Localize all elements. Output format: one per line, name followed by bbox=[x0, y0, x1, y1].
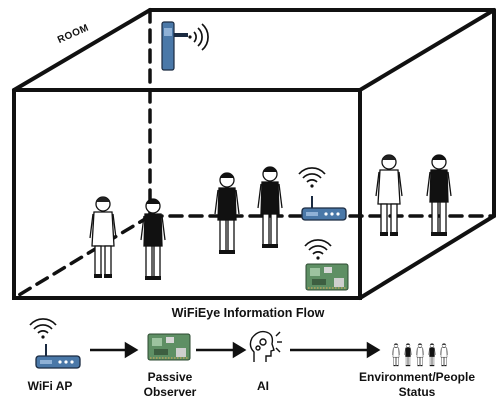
flow-passive-observer-icon bbox=[147, 333, 191, 361]
flow-ai-head-icon bbox=[249, 330, 282, 362]
person-figure bbox=[89, 196, 117, 279]
stage-label-passive-observer: Passive Observer bbox=[122, 370, 218, 400]
stage-label-wifi-ap: WiFi AP bbox=[18, 379, 82, 394]
flow-arrow bbox=[290, 341, 381, 359]
stage-label-line: Environment/People bbox=[358, 370, 476, 384]
stage-label-line: WiFi AP bbox=[27, 379, 73, 393]
person-figure bbox=[140, 198, 166, 281]
person-figure bbox=[257, 166, 283, 249]
flow-wifi-ap-signal-icon bbox=[29, 318, 57, 340]
flow-arrow bbox=[196, 341, 247, 359]
room-router-icon bbox=[301, 195, 347, 221]
flow-arrow bbox=[90, 341, 139, 359]
flow-title: WiFiEye Information Flow bbox=[171, 306, 325, 320]
stage-label-environment-people-status: Environment/People Status bbox=[337, 370, 496, 400]
stage-label-line: AI bbox=[257, 379, 269, 393]
stage-label-ai: AI bbox=[248, 379, 278, 394]
stage-label-line: Observer bbox=[143, 385, 197, 399]
stage-label-line: Status bbox=[398, 385, 436, 399]
person-figure bbox=[426, 154, 452, 237]
stage-label-line: Passive bbox=[147, 370, 193, 384]
room-observer-board-icon bbox=[305, 263, 349, 291]
person-figure bbox=[375, 154, 403, 237]
room-box bbox=[12, 8, 496, 300]
flow-wifi-ap-icon bbox=[35, 343, 81, 369]
flow-people-group-icon bbox=[392, 343, 448, 367]
room-wifi-signal-icon bbox=[298, 167, 326, 189]
person-figure bbox=[214, 172, 240, 255]
wall-wifi-signal-icon bbox=[187, 23, 209, 51]
wall-router-icon bbox=[161, 21, 188, 71]
room-observer-wifi-icon bbox=[304, 239, 332, 261]
